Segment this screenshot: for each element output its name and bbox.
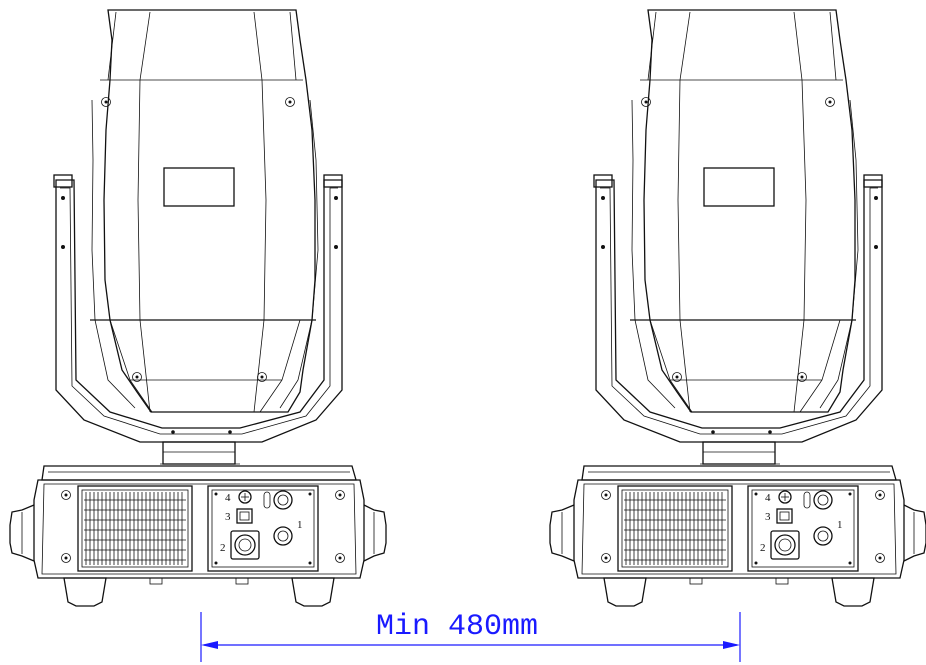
- connector-label-2: 2: [760, 542, 766, 554]
- connector-label-2: 2: [220, 542, 226, 554]
- connector-label-1: 1: [837, 519, 843, 531]
- connector-label-1: 1: [297, 519, 303, 531]
- connector-label-3: 3: [765, 511, 771, 523]
- dimension-label: Min 480mm: [376, 610, 538, 644]
- dimension-line: Min 480mm: [200, 610, 741, 662]
- connector-label-3: 3: [225, 511, 231, 523]
- moving-head-fixture-right: 4 3 2 1: [549, 9, 926, 607]
- connector-label-4: 4: [765, 492, 771, 504]
- connector-label-4: 4: [225, 492, 231, 504]
- moving-head-fixture-left: 4 3 2 1: [9, 9, 387, 607]
